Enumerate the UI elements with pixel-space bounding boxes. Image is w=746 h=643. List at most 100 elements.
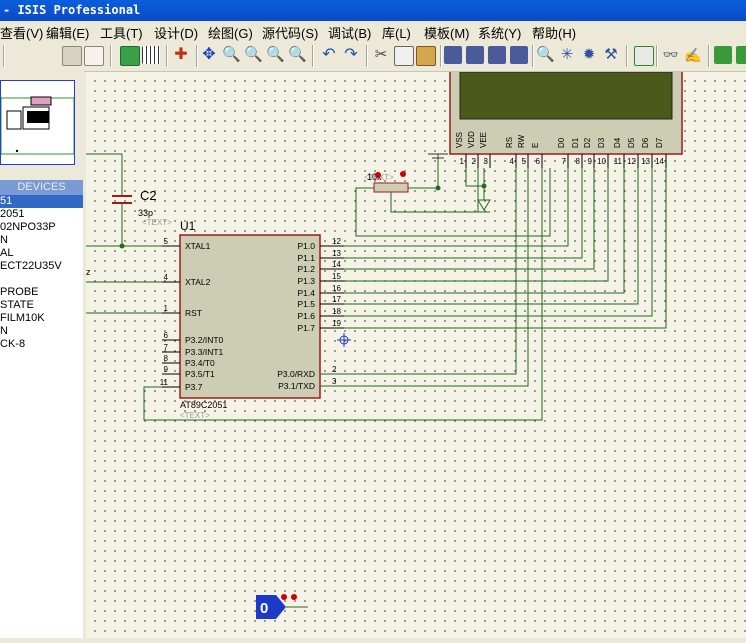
menu-item-2[interactable]: 工具(T) — [100, 26, 143, 41]
block-rotate-icon[interactable] — [488, 46, 506, 64]
u1-pin-name: P1.7 — [298, 323, 316, 333]
device-item[interactable]: N — [0, 325, 8, 337]
u1-pin-number: 11 — [160, 378, 169, 387]
device-item[interactable]: 02NPO33P — [0, 221, 56, 233]
lcd-pin-number: 3 — [484, 157, 489, 166]
capacitor-c2[interactable]: C2 33p <TEXT> — [112, 154, 172, 246]
menu-item-6[interactable]: 调试(B) — [328, 26, 372, 41]
menu-item-10[interactable]: 帮助(H) — [532, 26, 577, 41]
u1-pin-name: P1.5 — [298, 299, 316, 309]
device-item[interactable]: 2051 — [0, 208, 25, 220]
cut-icon[interactable]: ✂ — [374, 46, 388, 63]
c2-text-placeholder: <TEXT> — [142, 218, 172, 227]
device-item[interactable]: ECT22U35V — [0, 260, 62, 272]
property-assign-icon[interactable]: ✍ — [684, 47, 702, 63]
package-tool-icon[interactable]: ✹ — [582, 46, 596, 63]
u1-pin-number: 16 — [332, 284, 341, 293]
lcd-pin-name: D1 — [571, 137, 580, 148]
device-item[interactable]: N — [0, 234, 8, 246]
grid-icon[interactable] — [142, 46, 160, 64]
undo-icon[interactable]: ↶ — [322, 46, 336, 63]
overview-window[interactable] — [0, 80, 75, 165]
u1-pin-number: 5 — [164, 237, 169, 246]
rv-value: 10k — [367, 172, 382, 182]
block-move-icon[interactable] — [466, 46, 484, 64]
lcd-module[interactable]: VSS1VDD2VEE3RS4RW5E6D07D18D29D310D411D51… — [449, 67, 683, 168]
u1-pin-name: P1.0 — [298, 241, 316, 251]
lcd-pin-name: D5 — [627, 137, 636, 148]
toolbar: ✚ ✥ 🔍 🔍 🔍 🔍 ↶ ↷ ✂ 🔍 ✳ ✹ ⚒ 👓 ✍ — [0, 41, 746, 72]
menu-item-8[interactable]: 模板(M) — [424, 26, 470, 41]
lcd-pin-number: 11 — [614, 157, 623, 166]
device-item[interactable]: STATE — [0, 299, 34, 311]
menu-item-1[interactable]: 编辑(E) — [46, 26, 90, 41]
zoom-in-icon[interactable]: 🔍 — [222, 46, 241, 63]
lcd-pin-name: E — [531, 143, 540, 148]
device-item[interactable] — [0, 273, 83, 286]
menu-item-4[interactable]: 绘图(G) — [208, 26, 253, 41]
u1-pin-name: P3.7 — [185, 382, 203, 392]
u1-pin-name: P3.2/INT0 — [185, 335, 224, 345]
u1-pin-name: P1.1 — [298, 253, 316, 263]
menu-item-0[interactable]: 查看(V) — [0, 26, 44, 41]
redo-icon[interactable]: ↷ — [344, 46, 358, 63]
logic-probe[interactable]: 0 — [256, 594, 308, 619]
zoom-out-icon[interactable]: 🔍 — [244, 46, 263, 63]
device-item[interactable]: CK-8 — [0, 338, 26, 350]
u1-pin-number: 2 — [332, 365, 337, 374]
bom-icon[interactable] — [736, 46, 746, 64]
lcd-pin-number: 4 — [510, 157, 515, 166]
device-item[interactable]: AL — [0, 247, 14, 259]
u1-pin-name: P1.6 — [298, 311, 316, 321]
lcd-pin-name: D6 — [641, 137, 650, 148]
device-item[interactable]: FILM10K — [0, 312, 45, 324]
block-copy-icon[interactable] — [444, 46, 462, 64]
refresh-icon[interactable] — [120, 46, 140, 66]
lcd-pin-number: 10 — [597, 157, 606, 166]
zoom-area-icon[interactable]: 🔍 — [288, 46, 307, 63]
u1-pin-number: 18 — [332, 307, 341, 316]
u1-pin-number: 1 — [164, 304, 169, 313]
lcd-pin-name: D0 — [557, 137, 566, 148]
lcd-pins: VSS1VDD2VEE3RS4RW5E6D07D18D29D310D411D51… — [455, 131, 667, 168]
paste-icon[interactable] — [416, 46, 436, 66]
u1-pin-number: 19 — [332, 319, 341, 328]
zoom-all-icon[interactable]: 🔍 — [266, 46, 285, 63]
make-device-icon[interactable]: ✳ — [560, 46, 574, 63]
device-item[interactable]: 51 — [0, 195, 83, 208]
u1-pin-name: P3.4/T0 — [185, 358, 215, 368]
u1-pin-name: P3.0/RXD — [277, 369, 315, 379]
u1-pin-number: 12 — [332, 237, 341, 246]
pan-icon[interactable]: ✥ — [202, 46, 216, 63]
page-setup-icon[interactable] — [84, 46, 104, 66]
print-icon[interactable] — [62, 46, 82, 66]
search-tag-icon[interactable]: 👓 — [662, 47, 680, 62]
menu-item-7[interactable]: 库(L) — [382, 26, 411, 41]
lcd-pin-name: RW — [517, 134, 526, 148]
netlist-icon[interactable] — [714, 46, 732, 64]
devices-header: DEVICES — [0, 180, 83, 195]
lcd-pin-name: VSS — [455, 132, 464, 148]
schematic-svg[interactable]: VSS1VDD2VEE3RS4RW5E6D07D18D29D310D411D51… — [86, 67, 746, 638]
menu-bar: 查看(V)编辑(E) 工具(T) 设计(D) 绘图(G) 源代码(S) 调试(B) 库(L)… — [0, 21, 746, 41]
device-item[interactable]: PROBE — [0, 286, 39, 298]
u1-pin-number: 14 — [332, 260, 341, 269]
origin-icon[interactable]: ✚ — [174, 46, 188, 63]
decompose-icon[interactable]: ⚒ — [604, 46, 618, 63]
pick-device-icon[interactable]: 🔍 — [536, 46, 555, 63]
lcd-screen — [459, 71, 673, 120]
u1-label: U1 — [180, 219, 196, 233]
menu-item-9[interactable]: 系统(Y) — [478, 26, 522, 41]
copy-icon[interactable] — [394, 46, 414, 66]
window-title: - ISIS Professional — [0, 0, 746, 21]
block-delete-icon[interactable] — [510, 46, 528, 64]
lcd-pin-name: D7 — [655, 137, 664, 148]
menu-item-5[interactable]: 源代码(S) — [262, 26, 319, 41]
wire-autorouter-icon[interactable] — [634, 46, 654, 66]
u1-pin-name: P3.5/T1 — [185, 369, 215, 379]
menu-item-3[interactable]: 设计(D) — [154, 26, 199, 41]
